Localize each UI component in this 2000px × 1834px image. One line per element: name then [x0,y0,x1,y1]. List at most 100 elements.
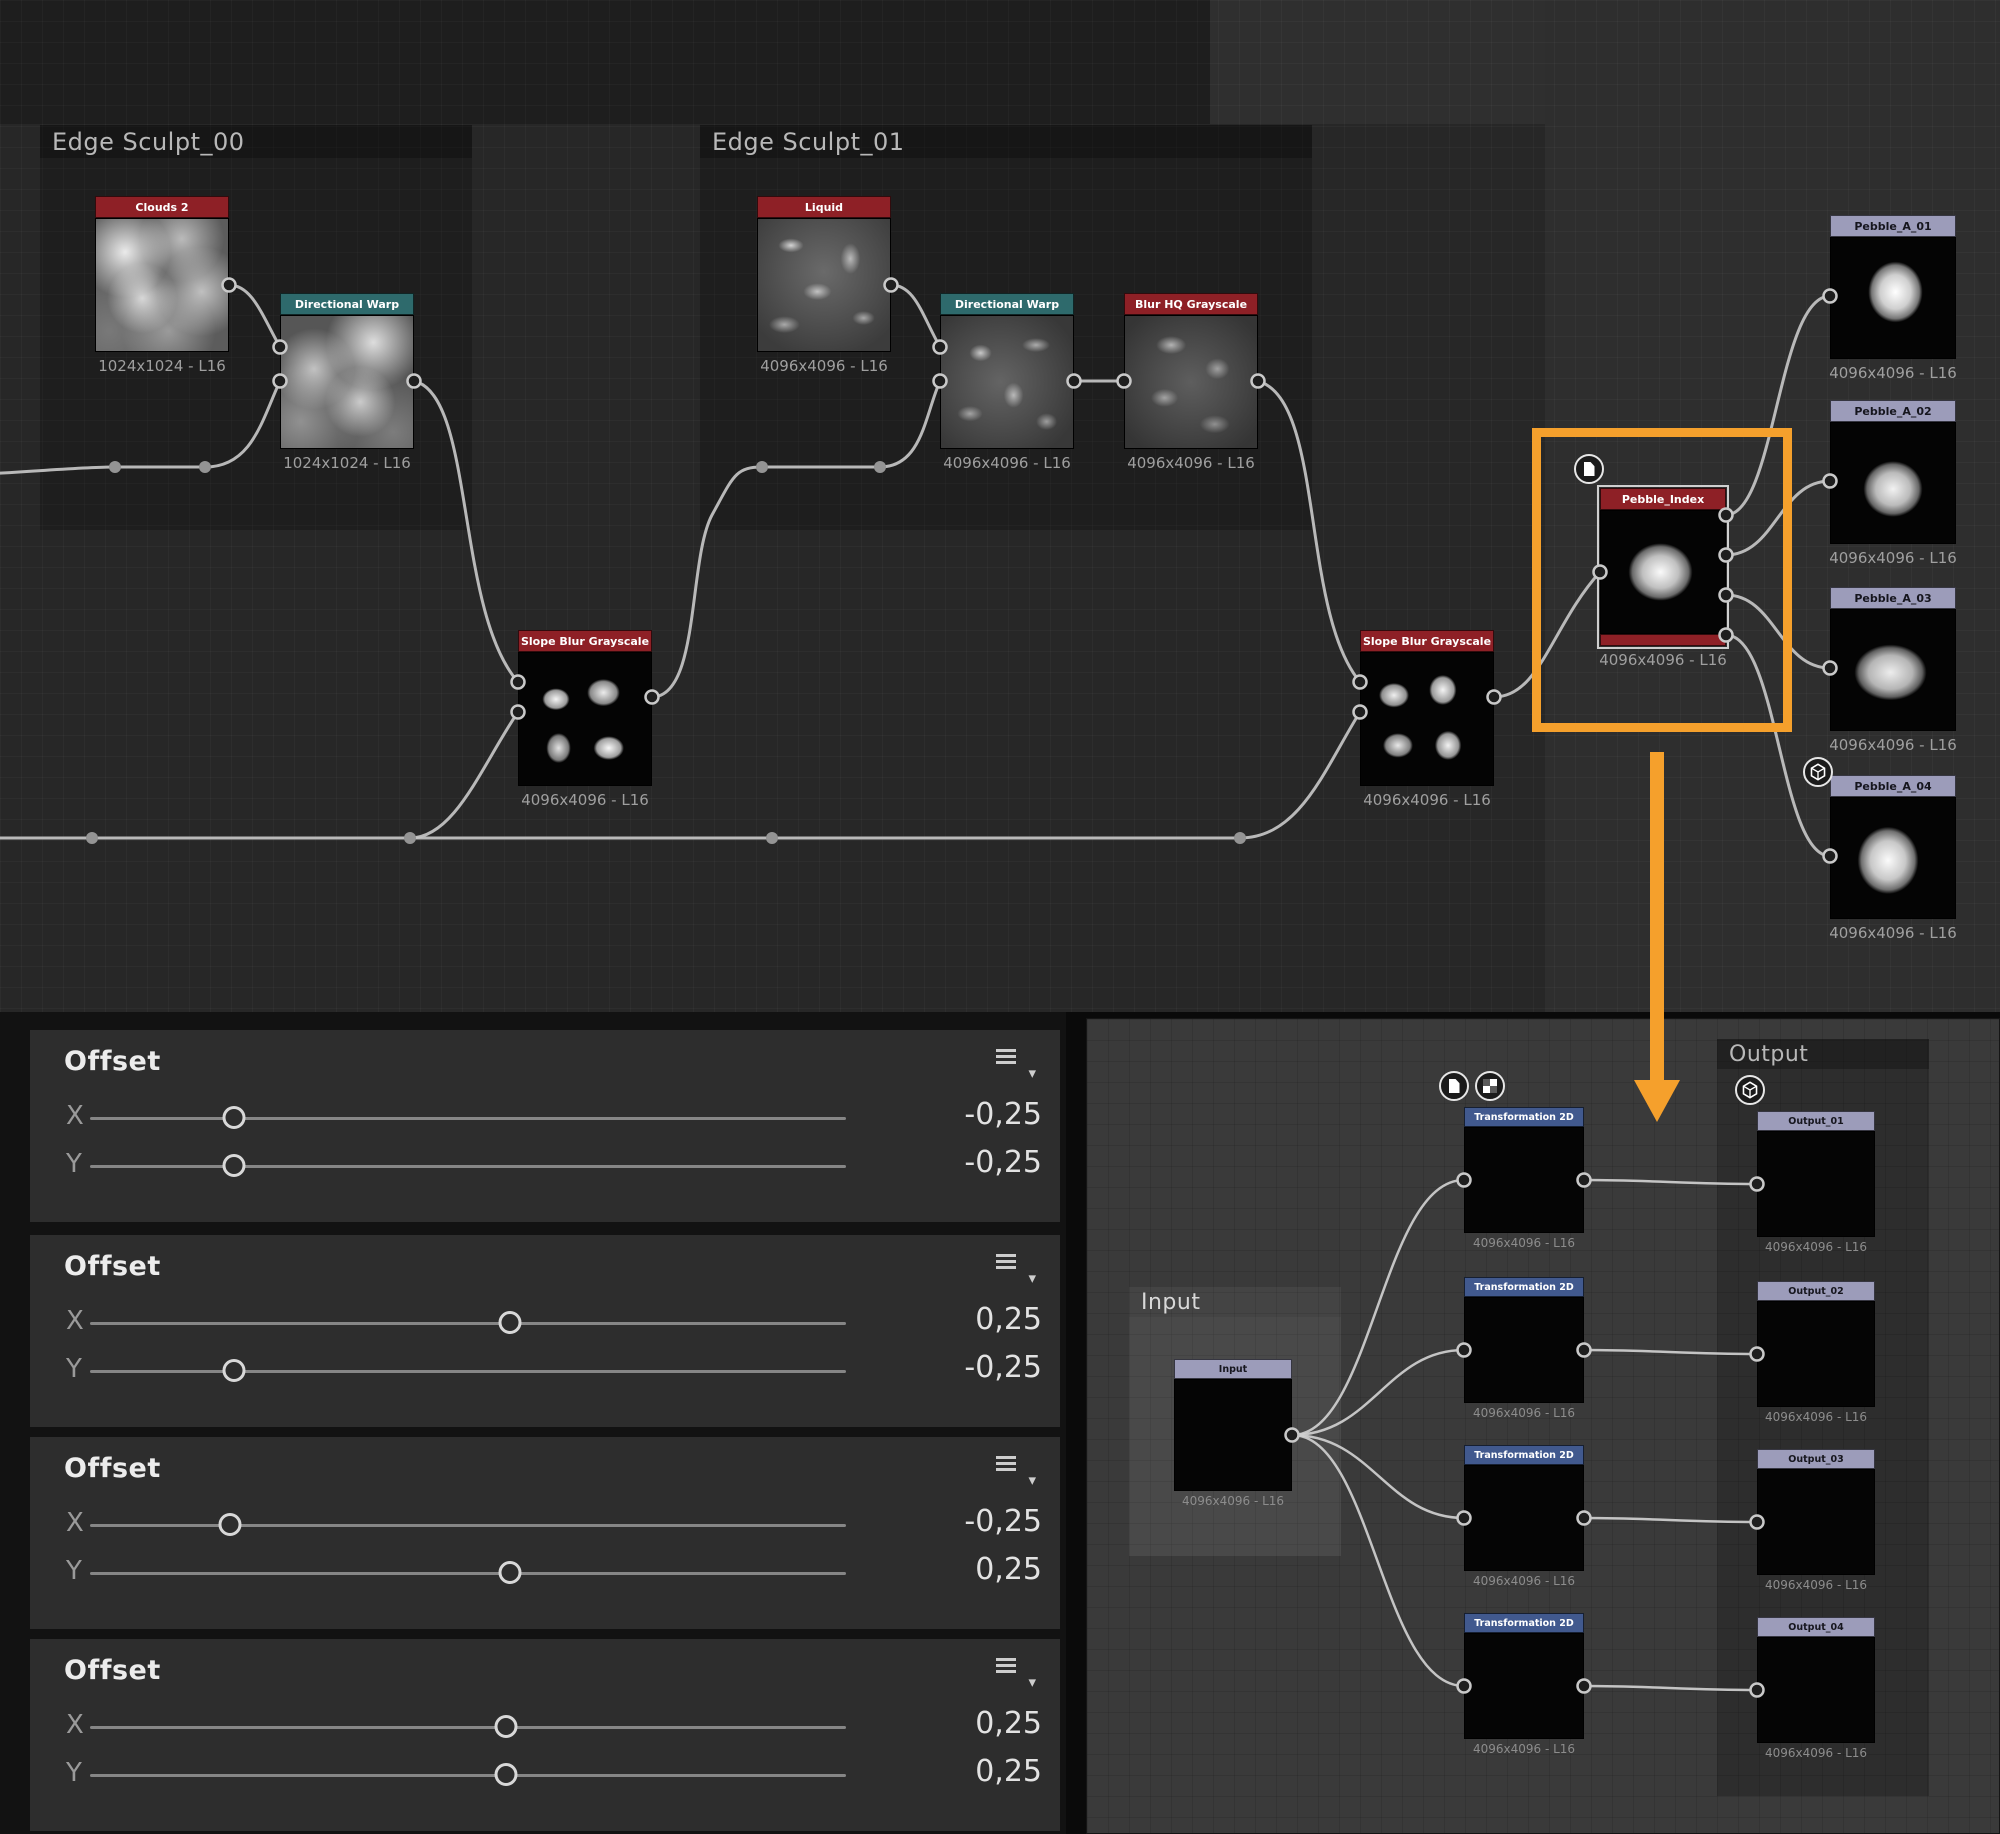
node-thumbnail [1830,422,1956,544]
slider-value[interactable]: -0,25 [964,1504,1042,1539]
cube-icon[interactable] [1735,1075,1765,1105]
slider-value[interactable]: -0,25 [964,1097,1042,1132]
node-thumbnail [1464,1465,1584,1571]
cube-icon[interactable] [1803,757,1833,787]
section-menu-button[interactable]: ▾ [996,1251,1036,1287]
menu-line [996,1468,1016,1471]
checker-glyph [1483,1079,1497,1093]
slider-handle[interactable] [222,1154,246,1177]
slider-handle[interactable] [494,1715,518,1738]
node-thumbnail [280,315,414,449]
section-menu-button[interactable]: ▾ [996,1046,1036,1082]
slider-track[interactable] [90,1561,846,1584]
node-resolution-caption: 4096x4096 - L16 [1363,791,1491,809]
slider-handle[interactable] [218,1513,242,1536]
node-title: Clouds 2 [95,196,229,218]
slider-value[interactable]: -0,25 [964,1350,1042,1385]
section-title: Offset [64,1453,161,1484]
node-title: Liquid [757,196,891,218]
slider-track[interactable] [90,1513,846,1536]
doc-icon[interactable] [1439,1071,1469,1101]
node-resolution-caption: 4096x4096 - L16 [1829,924,1957,942]
frame-label: Edge Sculpt_01 [700,125,1312,158]
menu-line [996,1049,1016,1052]
menu-line [996,1456,1016,1459]
node-resolution-caption: 4096x4096 - L16 [1127,454,1255,472]
section-menu-button[interactable]: ▾ [996,1655,1036,1691]
node-resolution-caption: 4096x4096 - L16 [1829,549,1957,567]
node-title: Output_02 [1757,1281,1875,1301]
node-title: Pebble_A_01 [1830,215,1956,237]
axis-label: Y [66,1556,82,1586]
node-thumbnail [1757,1469,1875,1575]
slider-handle[interactable] [494,1763,518,1786]
flow-arrow-head [1634,1080,1680,1122]
slider-track[interactable] [90,1359,846,1382]
menu-line [996,1266,1016,1269]
axis-label: Y [66,1758,82,1788]
node-title: Input [1174,1359,1292,1379]
slider-row-y: Y-0,25 [30,1349,1060,1393]
node-thumbnail [1174,1379,1292,1491]
axis-label: X [66,1710,84,1740]
slider-track[interactable] [90,1763,846,1786]
node-title: Transformation 2D [1464,1107,1584,1127]
slider-track[interactable] [90,1311,846,1334]
slider-value[interactable]: 0,25 [975,1754,1042,1789]
slider-track[interactable] [90,1106,846,1129]
slider-handle[interactable] [498,1311,522,1334]
slider-value[interactable]: -0,25 [964,1145,1042,1180]
slider-value[interactable]: 0,25 [975,1706,1042,1741]
node-resolution-caption: 4096x4096 - L16 [1472,1574,1576,1588]
slider-track[interactable] [90,1154,846,1177]
node-title: Directional Warp [280,293,414,315]
menu-line [996,1061,1016,1064]
doc-icon[interactable] [1574,454,1604,484]
slider-handle[interactable] [498,1561,522,1584]
section-menu-button[interactable]: ▾ [996,1453,1036,1489]
slider-track[interactable] [90,1715,846,1738]
slider-handle[interactable] [222,1359,246,1382]
node-thumbnail [1600,510,1726,634]
slider-row-x: X-0,25 [30,1503,1060,1547]
slider-handle[interactable] [222,1106,246,1129]
node-thumbnail [1830,609,1956,731]
node-thumbnail [1830,797,1956,919]
slider-value[interactable]: 0,25 [975,1302,1042,1337]
node-thumbnail [940,315,1074,449]
chevron-down-icon: ▾ [1028,1269,1036,1287]
menu-line [996,1260,1016,1263]
cube-glyph [1742,1081,1758,1099]
node-title: Output_04 [1757,1617,1875,1637]
checker-icon[interactable] [1475,1071,1505,1101]
flow-arrow-shaft [1650,752,1664,1082]
slider-value[interactable]: 0,25 [975,1552,1042,1587]
